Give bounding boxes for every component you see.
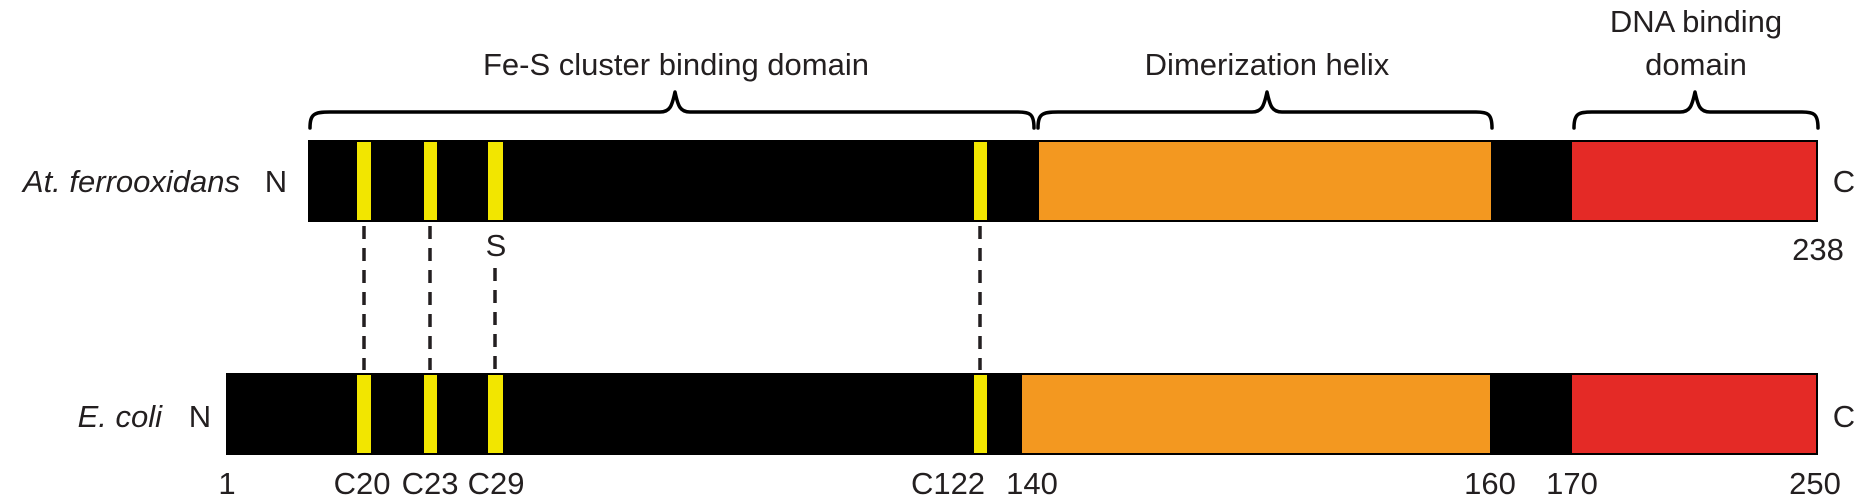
ec-position-170: 170 — [1546, 466, 1598, 501]
at-substitution-label: S — [486, 228, 507, 263]
at-dna-binding-domain — [1572, 142, 1816, 220]
ec-position-250: 250 — [1789, 466, 1841, 501]
ec-residue-c20: C20 — [334, 466, 391, 501]
alignment-lines — [362, 226, 982, 370]
fes-domain-label: Fe-S cluster binding domain — [483, 47, 869, 82]
fes-domain-bracket — [308, 90, 1036, 130]
ec-organism-label: E. coli — [78, 399, 164, 434]
ec-residue-c122: C122 — [911, 466, 985, 501]
dna-domain-label-line1: DNA binding — [1610, 4, 1782, 39]
at-organism-label: At. ferrooxidans — [21, 164, 240, 199]
ec-c-terminus: C — [1833, 399, 1855, 434]
protein-at-ferrooxidans — [308, 140, 1818, 222]
ec-position-140: 140 — [1006, 466, 1058, 501]
protein-e-coli — [226, 373, 1818, 455]
at-cys-marker-2 — [424, 142, 437, 220]
ec-dimerization-helix — [1022, 375, 1490, 453]
dimer-domain-label: Dimerization helix — [1145, 47, 1390, 82]
ec-c29-marker — [488, 375, 503, 453]
at-dimerization-helix — [1039, 142, 1491, 220]
dimer-domain-bracket — [1036, 90, 1494, 130]
at-ser-marker — [488, 142, 503, 220]
at-c-terminus: C — [1833, 164, 1855, 199]
ec-start-number: 1 — [218, 466, 235, 501]
at-cys-marker-1 — [357, 142, 371, 220]
at-n-terminus: N — [265, 164, 287, 199]
ec-residue-c23: C23 — [402, 466, 459, 501]
ec-c23-marker — [424, 375, 437, 453]
at-end-number: 238 — [1792, 232, 1844, 267]
ec-residue-c29: C29 — [468, 466, 525, 501]
ec-c20-marker — [357, 375, 371, 453]
ec-dna-binding-domain — [1572, 375, 1816, 453]
domain-brackets — [308, 90, 1820, 130]
at-cys-marker-4 — [974, 142, 987, 220]
ec-position-160: 160 — [1464, 466, 1516, 501]
ec-n-terminus: N — [189, 399, 211, 434]
dna-domain-label-line2: domain — [1645, 47, 1747, 82]
ec-c122-marker — [974, 375, 987, 453]
dna-domain-bracket — [1572, 90, 1820, 130]
